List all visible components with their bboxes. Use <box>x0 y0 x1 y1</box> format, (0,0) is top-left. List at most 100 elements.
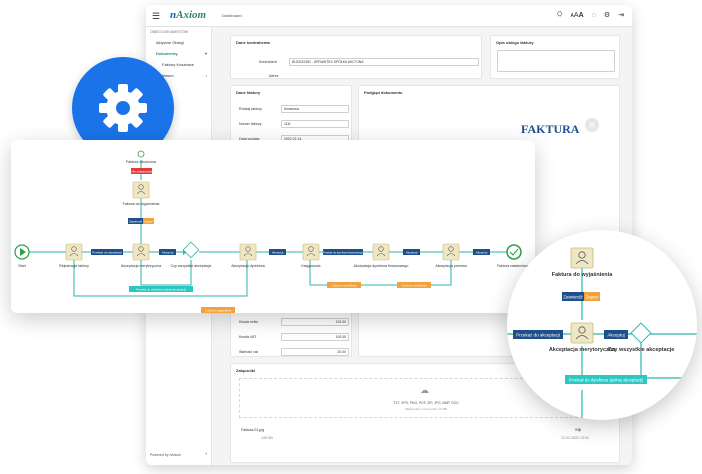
kontrahent-label: Kontrahent <box>259 60 277 64</box>
zoom-tag-przekaz-pelnej: Przekaż do dyrektora (pełnej akceptacji) <box>565 375 647 384</box>
rodzaj-label: Rodzaj faktury <box>239 107 262 111</box>
upload-maxsize: Maksymalny rozmiar pliku: 10 MB <box>405 407 447 411</box>
card-kontrahent: Dane kontrahenta Kontrahent 8120232451 -… <box>230 35 482 79</box>
notifications-icon[interactable]: ⛭ <box>556 11 563 18</box>
end-zatwierdzona: Faktura zatwierdzona <box>497 244 531 268</box>
zoom-tag-zatwierdz: Zatwierdź Zapisz <box>562 292 600 301</box>
card-title: Opis obiegu faktury <box>496 40 534 45</box>
svg-text:Cofnij do wyjaśnienia: Cofnij do wyjaśnienia <box>205 308 232 312</box>
svg-text:Faktura zatwierdzona: Faktura zatwierdzona <box>497 264 531 268</box>
close-preview-icon[interactable]: ✕ <box>585 118 599 132</box>
collapse-icon[interactable]: ‹ <box>205 451 207 457</box>
logout-icon[interactable]: ⇥ <box>618 12 624 19</box>
data-label: Data wystaw. <box>239 137 261 141</box>
gateway-czy-wszystkie: Czy wszystkie akceptacje <box>171 241 212 268</box>
zoom-tag-przekaz: Przekaż do akceptacji <box>513 330 563 339</box>
opis-textarea[interactable] <box>497 50 615 72</box>
task-faktura-wyjasnienia: Faktura do wyjaśnienia <box>123 181 160 206</box>
svg-text:Akceptuj: Akceptuj <box>162 250 174 254</box>
card-opis: Opis obiegu faktury <box>490 35 620 79</box>
svg-text:Rejestracja faktury: Rejestracja faktury <box>59 264 89 268</box>
sidebar-item-archiwum[interactable]: Archiwum› <box>156 73 207 78</box>
svg-text:Czy wszystkie akceptacje: Czy wszystkie akceptacje <box>608 347 675 353</box>
task-akceptacja-dyrektora: Akceptacja dyrektora <box>231 243 265 268</box>
menu-icon[interactable]: ☰ <box>152 11 161 21</box>
wartosc-label: Wartość vat <box>239 350 258 354</box>
file-date: 22.02.2022 13:51 <box>561 436 589 440</box>
chat-icon[interactable]: ◌ <box>591 11 596 19</box>
tag-akceptuj-1: Akceptuj <box>159 249 176 255</box>
svg-text:Przekaż do dyrektora (pełnej a: Przekaż do dyrektora (pełnej akceptacji) <box>136 287 186 291</box>
start-label: Start <box>18 264 26 268</box>
svg-text:Zapisz: Zapisz <box>585 295 599 300</box>
tag-zatwierdz: Zatwierdź Zapisz <box>128 218 154 224</box>
process-flow-card: Start Rejestracja faktury Akceptacja mer… <box>11 140 535 313</box>
rodzaj-select[interactable]: Kosztowa <box>281 105 349 113</box>
task-ksiegowosc: Księgowość <box>301 243 321 268</box>
end-odrzucona: Faktura odrzucona <box>126 150 156 164</box>
preview-faktura-title: FAKTURA <box>521 122 580 136</box>
svg-text:Akceptacja dyrektora: Akceptacja dyrektora <box>231 264 265 268</box>
card-title: Dane faktury <box>236 90 261 95</box>
tag-cofnij-2: Cofnij do weryfikacji <box>327 282 361 288</box>
numer-input[interactable]: 1111 <box>281 120 349 128</box>
tag-przekaz-dyrektora: Przekaż do dyrektora finansowego <box>323 249 363 255</box>
sidebar-footer: Powered by nAxiom <box>150 453 182 457</box>
sidebar-item-dokumenty[interactable]: Dokumenty▾ <box>156 51 207 56</box>
zoom-magnifier: Faktura do wyjaśnienia Zatwierdź Zapisz … <box>507 230 697 420</box>
kwota-netto-label: Kwota netto <box>239 320 258 324</box>
kwota-netto-input[interactable]: 120.00 <box>281 318 349 326</box>
tag-przekaz-pelnej: Przekaż do dyrektora (pełnej akceptacji) <box>129 286 193 292</box>
svg-text:Cofnij do weryfikacji: Cofnij do weryfikacji <box>332 283 357 287</box>
svg-text:Cofnij do weryfikacji: Cofnij do weryfikacji <box>402 283 427 287</box>
task-akceptacja-merytoryczna: Akceptacja merytoryczna <box>121 243 161 268</box>
svg-text:Akceptuj: Akceptuj <box>476 250 488 254</box>
kwota-vat-input[interactable]: 100.00 <box>281 333 349 341</box>
svg-text:Akceptuj: Akceptuj <box>607 333 624 338</box>
svg-text:Akceptacja dyrektora finansowe: Akceptacja dyrektora finansowego <box>354 264 409 268</box>
file-name[interactable]: Faktura-01.jpg <box>241 428 265 432</box>
svg-text:Akceptacja merytoryczna: Akceptacja merytoryczna <box>549 347 616 353</box>
kwota-vat-label: Kwota VAT <box>239 335 257 339</box>
sidebar-item-faktury[interactable]: Faktury Kosztowe <box>162 62 194 67</box>
svg-text:Przekaż do dyrektora finansowe: Przekaż do dyrektora finansowego <box>323 250 363 254</box>
svg-text:Zatwierdź: Zatwierdź <box>129 219 143 223</box>
chevron-right-icon: › <box>205 73 207 78</box>
kontrahent-select[interactable]: 8120232451 - SPRAWTEX SPÓŁKA AKCYJNA <box>289 58 479 66</box>
zoom-task-merytoryczna: Akceptacja merytoryczna <box>549 322 616 353</box>
tag-cofnij-3: Cofnij do weryfikacji <box>397 282 431 288</box>
card-title: Załączniki <box>236 368 256 373</box>
chevron-down-icon: ▾ <box>204 51 207 56</box>
zoom-gateway: Czy wszystkie akceptacje <box>608 322 675 353</box>
task-akceptacja-prezesa: Akceptacja prezesa <box>435 243 467 268</box>
tag-akceptuj-2: Akceptuj <box>269 249 286 255</box>
top-bar: ☰ nAxiom Dashboard ⛭ ᴀAA ◌ ⚙ ⇥ <box>146 5 632 27</box>
svg-text:Nie zatwierdzaj: Nie zatwierdzaj <box>131 169 152 173</box>
svg-text:Czy wszystkie akceptacje: Czy wszystkie akceptacje <box>171 264 212 268</box>
tag-akceptuj-3: Akceptuj <box>403 249 420 255</box>
tag-akceptuj-4: Akceptuj <box>473 249 490 255</box>
card-title: Podgląd dokumentu <box>364 90 403 95</box>
card-title: Dane kontrahenta <box>236 40 270 45</box>
file-actions-icon[interactable]: 🗎🗑 <box>575 428 582 432</box>
font-size-icon[interactable]: ᴀAA <box>570 11 584 19</box>
zoomed-flow: Faktura do wyjaśnienia Zatwierdź Zapisz … <box>507 247 697 420</box>
numer-label: Numer faktury <box>239 122 262 126</box>
task-rejestracja: Rejestracja faktury <box>59 243 89 268</box>
settings-icon[interactable]: ⚙ <box>603 12 611 19</box>
svg-text:Księgowość: Księgowość <box>301 264 320 268</box>
sidebar-item-aktywne[interactable]: Aktywne Obiegi <box>156 40 184 45</box>
svg-text:Faktura do wyjaśnienia: Faktura do wyjaśnienia <box>552 272 613 278</box>
tag-cofnij-1: Cofnij do wyjaśnienia <box>201 307 235 313</box>
tag-przekaz: Przekaż do akceptacji <box>91 249 123 255</box>
zoom-task-wyjasnienia: Faktura do wyjaśnienia <box>552 247 613 278</box>
gear-icon <box>99 84 147 132</box>
wartosc-input[interactable]: 20.00 <box>281 348 349 356</box>
svg-text:Zapisz: Zapisz <box>144 219 153 223</box>
app-logo: nAxiom <box>170 9 207 21</box>
svg-text:Akceptacja prezesa: Akceptacja prezesa <box>435 264 466 268</box>
svg-text:Faktura do wyjaśnienia: Faktura do wyjaśnienia <box>123 202 160 206</box>
breadcrumb: Dashboard <box>222 13 242 18</box>
zoom-tag-akceptuj: Akceptuj <box>604 330 628 339</box>
